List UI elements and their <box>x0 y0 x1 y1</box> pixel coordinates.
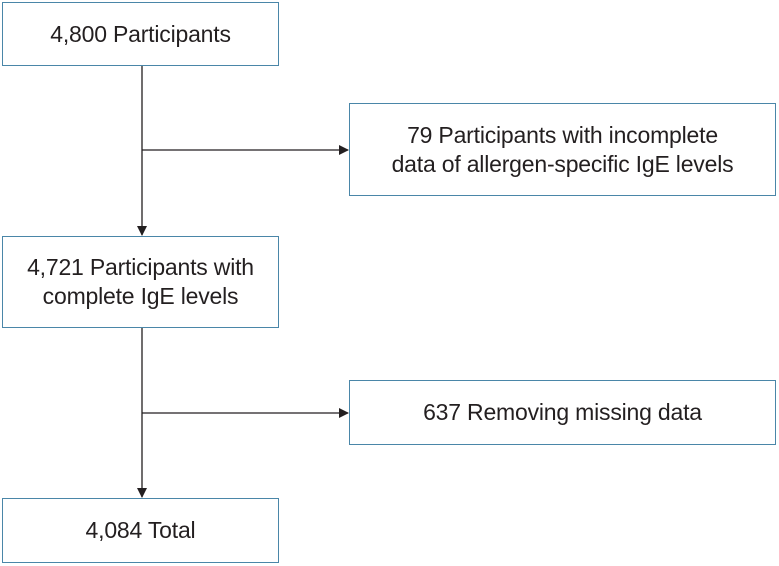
exclusion-box-2: 637 Removing missing data <box>349 380 776 445</box>
exclusion-1-text: 79 Participants with incomplete data of … <box>392 121 734 179</box>
exclusion-1-line-1: 79 Participants with incomplete <box>407 121 718 148</box>
final-box: 4,084 Total <box>2 498 279 563</box>
start-label: 4,800 Participants <box>50 20 231 47</box>
start-box: 4,800 Participants <box>2 2 279 66</box>
step-2-line-2: complete IgE levels <box>42 283 239 309</box>
exclusion-1-line-2: data of allergen-specific IgE levels <box>391 150 734 177</box>
step-2-box: 4,721 Participants with complete IgE lev… <box>2 236 279 328</box>
final-label: 4,084 Total <box>85 517 196 543</box>
step-2-text: 4,721 Participants with complete IgE lev… <box>27 253 254 311</box>
exclusion-box-1: 79 Participants with incomplete data of … <box>349 103 776 196</box>
step-2-line-1: 4,721 Participants with <box>27 254 254 280</box>
exclusion-2-label: 637 Removing missing data <box>423 399 702 425</box>
